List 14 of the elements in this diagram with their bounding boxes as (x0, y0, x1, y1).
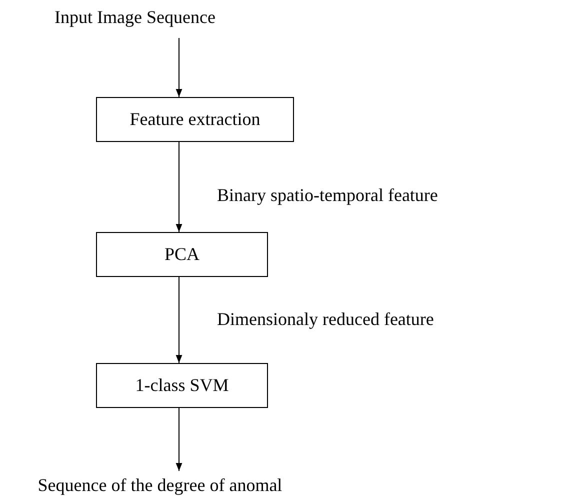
flow-text: Sequence of the degree of anomal (0, 473, 320, 497)
process-box (96, 232, 268, 277)
process-box (96, 363, 268, 408)
process-box (96, 97, 294, 142)
edge-label: Dimensionaly reduced feature (217, 309, 434, 330)
flow-text: Input Image Sequence (10, 4, 260, 30)
box-text: 1-class SVM (135, 375, 229, 396)
arrow (176, 276, 182, 364)
arrow (176, 38, 182, 98)
box-text: Feature extraction (130, 109, 260, 130)
arrow (176, 142, 182, 232)
edge-label: Binary spatio-temporal feature (217, 185, 438, 206)
arrow (176, 408, 182, 472)
box-text: PCA (164, 244, 200, 265)
